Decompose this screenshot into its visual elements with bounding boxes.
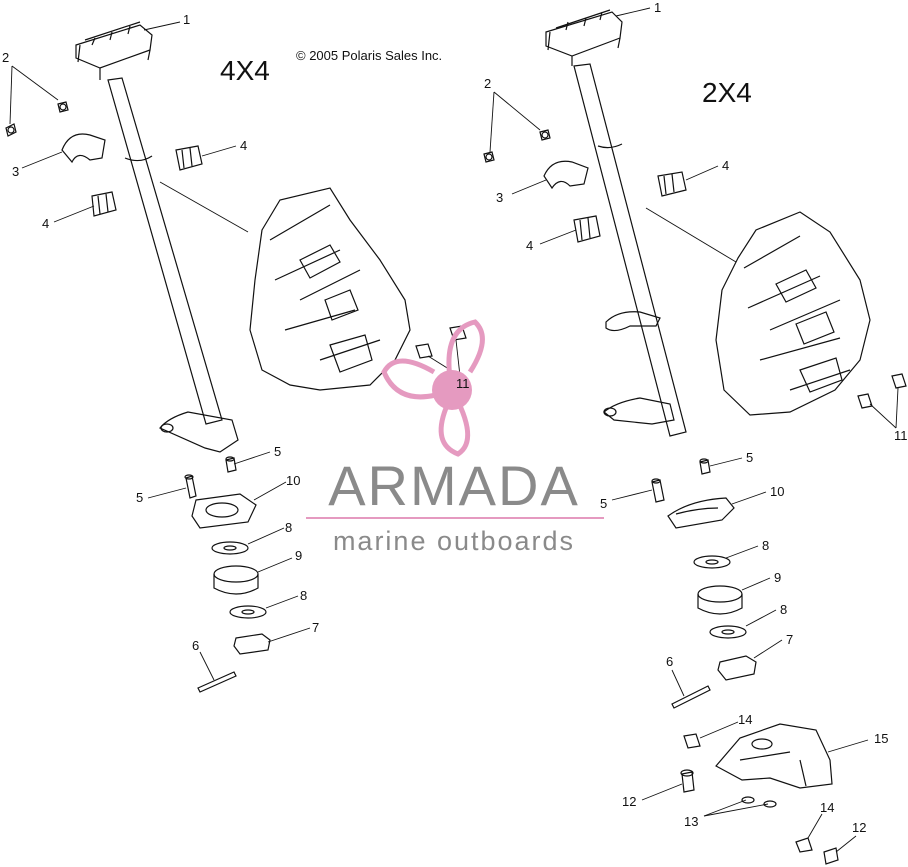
callout-label: 5 bbox=[136, 490, 143, 505]
nut-part bbox=[683, 733, 813, 853]
steering-post-part bbox=[107, 77, 223, 425]
assembly-4x4 bbox=[5, 21, 411, 693]
frame-part bbox=[249, 187, 411, 391]
callout-label: 4 bbox=[722, 158, 729, 173]
bearing-housing-part bbox=[667, 497, 735, 529]
washer-part bbox=[741, 796, 777, 808]
callout-label: 14 bbox=[738, 712, 752, 727]
callout-label: 4 bbox=[42, 216, 49, 231]
callout-label: 6 bbox=[666, 654, 673, 669]
callout-label: 15 bbox=[874, 731, 888, 746]
callout-label: 4 bbox=[526, 238, 533, 253]
bracket-part bbox=[715, 723, 833, 789]
wire-clip-part bbox=[573, 171, 687, 243]
callout-label: 3 bbox=[12, 164, 19, 179]
cotter-pin-part bbox=[671, 685, 711, 709]
propeller-icon bbox=[381, 319, 485, 457]
variant-label-4x4: 4X4 bbox=[220, 55, 270, 86]
callout-label: 12 bbox=[852, 820, 866, 835]
nut-part bbox=[857, 373, 907, 409]
nut-part bbox=[717, 655, 757, 681]
callout-label: 7 bbox=[312, 620, 319, 635]
callout-label: 8 bbox=[285, 520, 292, 535]
callout-label: 1 bbox=[183, 12, 190, 27]
cotter-pin-part bbox=[197, 671, 237, 693]
callout-label: 2 bbox=[484, 76, 491, 91]
watermark-tagline: marine outboards bbox=[333, 526, 575, 556]
frame-part bbox=[715, 211, 871, 416]
leader-lines-4x4 bbox=[9, 21, 311, 681]
callout-label: 8 bbox=[780, 602, 787, 617]
callouts-4x4: 1 2 3 4 4 5 5 10 8 9 8 7 6 11 bbox=[2, 12, 470, 653]
watermark-brand: ARMADA bbox=[328, 454, 580, 517]
pitman-arm-part bbox=[159, 411, 239, 453]
copyright-text: © 2005 Polaris Sales Inc. bbox=[296, 48, 442, 63]
callout-label: 8 bbox=[762, 538, 769, 553]
callout-label: 9 bbox=[774, 570, 781, 585]
callout-label: 14 bbox=[820, 800, 834, 815]
callout-label: 5 bbox=[274, 444, 281, 459]
callout-label: 7 bbox=[786, 632, 793, 647]
callout-label: 1 bbox=[654, 0, 661, 15]
callout-label: 5 bbox=[600, 496, 607, 511]
callout-label: 9 bbox=[295, 548, 302, 563]
steering-post-part bbox=[573, 63, 687, 437]
bearing-housing-part bbox=[191, 493, 257, 529]
callout-label: 4 bbox=[240, 138, 247, 153]
clamp-part bbox=[543, 160, 589, 190]
pitman-arm-part bbox=[603, 397, 675, 425]
steering-stop-part bbox=[605, 311, 661, 332]
callout-label: 11 bbox=[456, 376, 470, 391]
callout-label: 13 bbox=[684, 814, 698, 829]
bushing-part bbox=[697, 585, 743, 615]
callouts-2x4: 1 2 3 4 4 5 5 10 8 9 8 7 6 11 14 15 12 1… bbox=[484, 0, 908, 835]
callout-label: 8 bbox=[300, 588, 307, 603]
assembly-2x4 bbox=[483, 7, 907, 865]
washer-part bbox=[693, 555, 747, 639]
callout-label: 10 bbox=[286, 473, 300, 488]
variant-label-2x4: 2X4 bbox=[702, 77, 752, 108]
handlebar-mount-part bbox=[545, 9, 623, 66]
leader-lines-2x4 bbox=[489, 7, 899, 853]
clamp-part bbox=[61, 133, 106, 164]
pin-part bbox=[184, 456, 237, 499]
callout-label: 3 bbox=[496, 190, 503, 205]
bolt-part bbox=[483, 129, 551, 163]
bushing-part bbox=[213, 565, 259, 595]
wire-clip-part bbox=[91, 145, 203, 217]
callout-label: 6 bbox=[192, 638, 199, 653]
callout-label: 12 bbox=[622, 794, 636, 809]
frame-leader-line bbox=[159, 181, 249, 233]
frame-leader-line bbox=[645, 207, 737, 263]
callout-label: 10 bbox=[770, 484, 784, 499]
handlebar-mount-part bbox=[75, 21, 153, 80]
callout-label: 11 bbox=[894, 428, 908, 443]
callout-label: 2 bbox=[2, 50, 9, 65]
nut-part bbox=[233, 633, 271, 655]
washer-part bbox=[211, 541, 267, 619]
bolt-part bbox=[5, 101, 69, 137]
propeller-hub-icon bbox=[432, 370, 472, 410]
pin-part bbox=[651, 458, 711, 503]
watermark-logo: ARMADA marine outboards bbox=[306, 319, 604, 556]
callout-label: 5 bbox=[746, 450, 753, 465]
bolt-part bbox=[680, 769, 839, 865]
